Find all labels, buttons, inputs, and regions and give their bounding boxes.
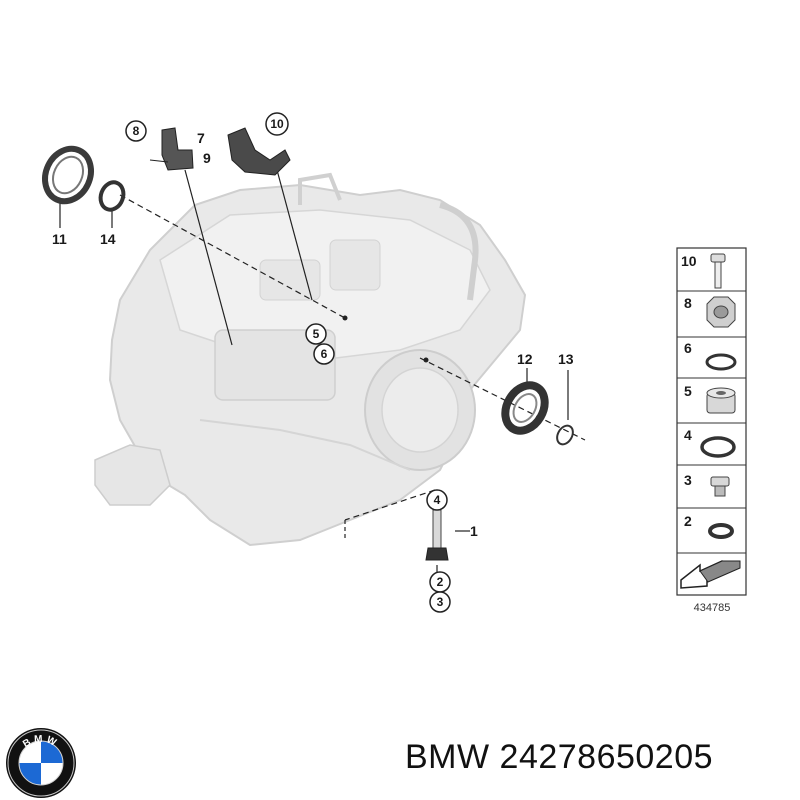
- label-13: 13: [558, 351, 574, 367]
- transmission-housing: [94, 172, 527, 547]
- legend-label-2: 2: [684, 513, 692, 529]
- bmw-logo: BMW: [6, 728, 76, 798]
- leader-dot: [423, 357, 429, 363]
- svg-text:2: 2: [437, 575, 444, 589]
- label-1: 1: [470, 523, 478, 539]
- part-14-o-ring: [98, 180, 126, 212]
- part-13-o-ring: [556, 424, 574, 446]
- svg-text:6: 6: [321, 347, 328, 361]
- legend-plug-5-icon: [706, 387, 736, 414]
- label-12: 12: [517, 351, 533, 367]
- label-14: 14: [100, 231, 116, 247]
- legend-label-10: 10: [681, 253, 697, 269]
- leader-lines: [59, 169, 586, 575]
- svg-text:10: 10: [270, 117, 284, 131]
- leader-7: [184, 169, 233, 346]
- callout-8: 8: [125, 120, 147, 142]
- legend-nut-icon: [706, 296, 736, 328]
- part-1-bolt: [425, 509, 449, 561]
- legend-washer-6-icon: [705, 353, 737, 371]
- svg-text:3: 3: [437, 595, 444, 609]
- legend-label-5: 5: [684, 383, 692, 399]
- legend-washer-2-icon: [708, 523, 734, 539]
- callout-10: 10: [265, 112, 289, 136]
- part-9-bracket: [227, 127, 291, 176]
- legend-bolt-icon: [710, 253, 726, 289]
- legend-label-6: 6: [684, 340, 692, 356]
- label-7: 7: [197, 130, 205, 146]
- legend-plug-3-icon: [710, 476, 730, 497]
- callout-5: 5: [305, 323, 327, 345]
- label-11: 11: [52, 231, 67, 247]
- svg-text:BMW: BMW: [21, 734, 60, 750]
- svg-text:4: 4: [434, 493, 441, 507]
- legend-label-4: 4: [684, 427, 692, 443]
- leader-12-13: [419, 357, 586, 441]
- callout-4: 4: [426, 489, 448, 511]
- leader-dot: [342, 315, 348, 321]
- leader-4: [344, 489, 436, 521]
- leader-11-14: [119, 194, 346, 319]
- callout-6: 6: [313, 343, 335, 365]
- part-number-caption: BMW 24278650205: [405, 738, 714, 776]
- legend-o-ring-4-icon: [700, 436, 736, 458]
- svg-text:5: 5: [313, 327, 320, 341]
- callout-2: 2: [429, 571, 451, 593]
- svg-text:8: 8: [133, 124, 140, 138]
- diagram-number: 434785: [694, 602, 731, 614]
- arrow-icon: [680, 560, 741, 589]
- part-11-seal-ring: [42, 145, 94, 205]
- callout-3: 3: [429, 591, 451, 613]
- part-12-shaft-seal: [501, 381, 549, 435]
- part-7-bracket: [149, 127, 194, 171]
- label-9: 9: [203, 150, 211, 166]
- legend-label-8: 8: [684, 295, 692, 311]
- legend-label-3: 3: [684, 472, 692, 488]
- leader-9: [276, 169, 313, 301]
- parts-legend: 10 8 6 5 4 3 2: [676, 247, 747, 596]
